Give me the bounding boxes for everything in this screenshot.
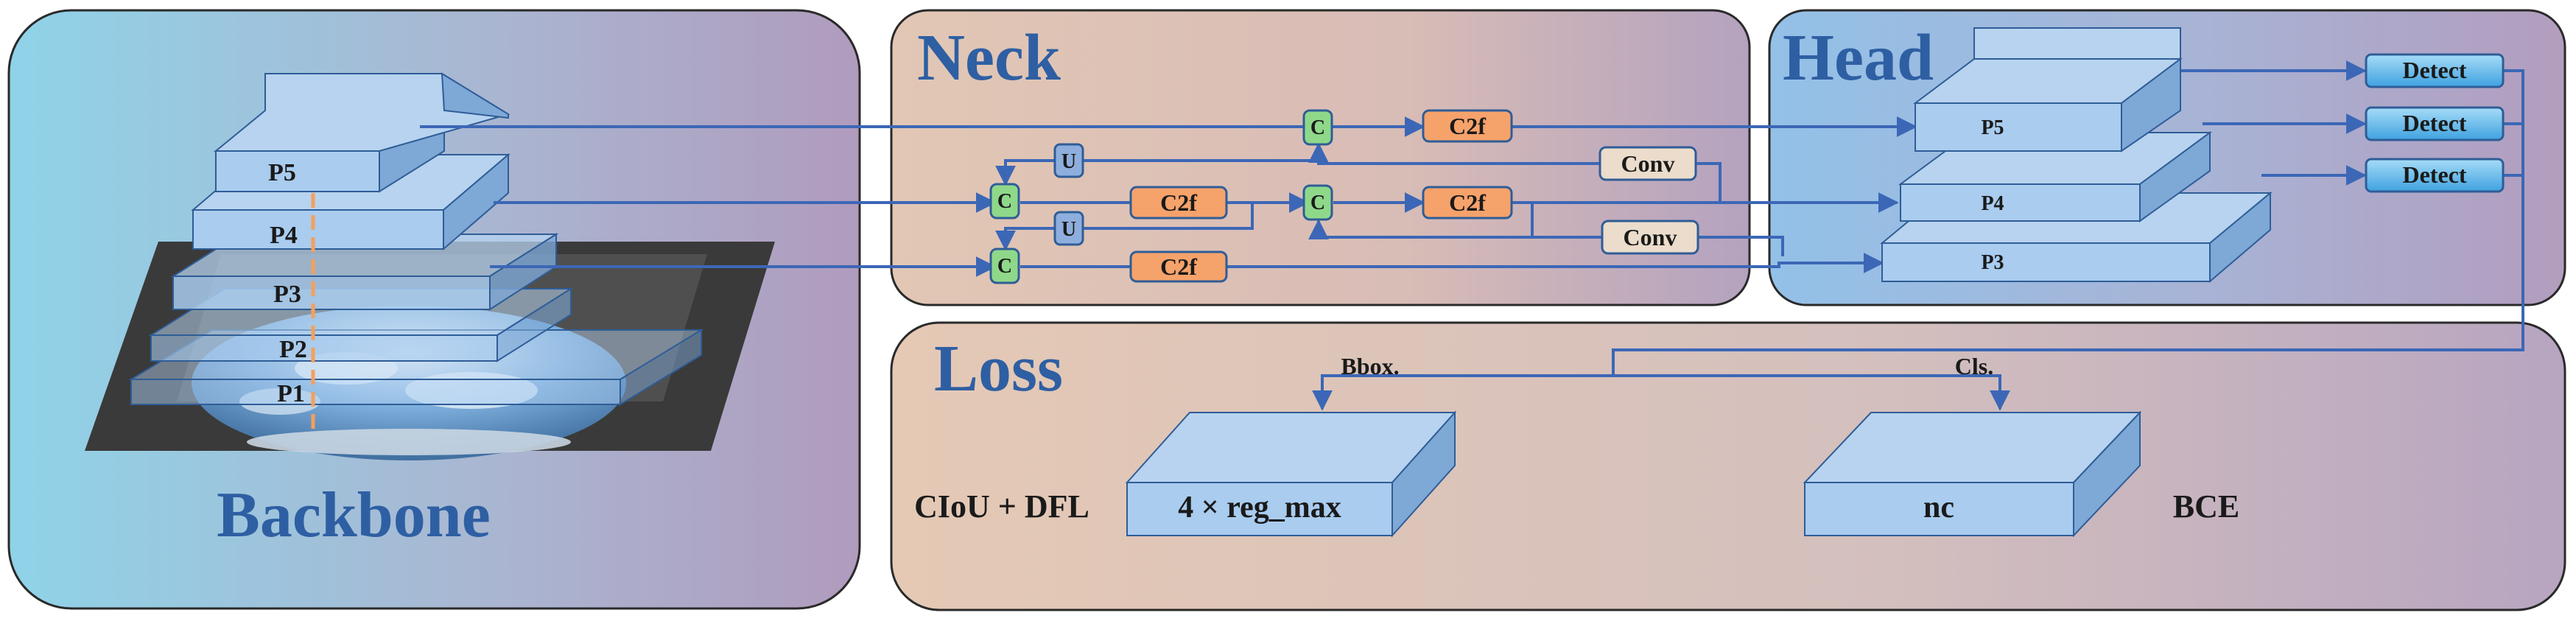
bbox-box: 4 × reg_max bbox=[1125, 410, 1457, 538]
detect-module-1: Detect bbox=[2365, 53, 2505, 88]
bbox-label: Bbox. bbox=[1341, 353, 1399, 379]
svg-text:Conv: Conv bbox=[1621, 150, 1675, 177]
neck-concat-p4: C bbox=[989, 183, 1020, 220]
bbox-loss-label: CIoU + DFL bbox=[914, 488, 1089, 524]
svg-text:C2f: C2f bbox=[1449, 113, 1486, 139]
head-title: Head bbox=[1783, 21, 1934, 94]
neck-c2f-top: C2f bbox=[1422, 109, 1513, 143]
svg-text:Detect: Detect bbox=[2402, 57, 2466, 83]
backbone-p2-label: P2 bbox=[279, 336, 307, 363]
detect-module-3: Detect bbox=[2365, 158, 2505, 193]
loss-title: Loss bbox=[934, 332, 1063, 405]
svg-text:C2f: C2f bbox=[1160, 253, 1197, 280]
backbone-p3-label: P3 bbox=[273, 281, 301, 308]
svg-text:C2f: C2f bbox=[1160, 189, 1197, 216]
neck-title: Neck bbox=[917, 21, 1061, 94]
neck-c2f-p4: C2f bbox=[1129, 186, 1228, 220]
connectors bbox=[420, 60, 2524, 411]
neck-c2f-p3: C2f bbox=[1129, 250, 1228, 283]
head-p4-label: P4 bbox=[1981, 192, 2004, 215]
neck-conv-bottom: Conv bbox=[1601, 220, 1699, 255]
cls-box: nc bbox=[1803, 410, 2142, 538]
head-p5-label: P5 bbox=[1981, 116, 2004, 139]
backbone-p1-label: P1 bbox=[277, 380, 305, 407]
svg-text:C: C bbox=[997, 255, 1012, 278]
backbone-p5-label: P5 bbox=[268, 159, 296, 186]
cls-box-label: nc bbox=[1923, 491, 1954, 524]
cls-loss-label: BCE bbox=[2173, 488, 2239, 524]
svg-text:Detect: Detect bbox=[2402, 161, 2466, 188]
svg-text:C2f: C2f bbox=[1449, 189, 1486, 216]
neck-upsample-mid: U bbox=[1053, 211, 1084, 246]
backbone-title: Backbone bbox=[217, 480, 491, 551]
svg-text:Detect: Detect bbox=[2402, 110, 2466, 136]
svg-text:U: U bbox=[1061, 150, 1076, 173]
svg-text:C: C bbox=[997, 190, 1012, 213]
head-level-p5: P5 bbox=[1913, 27, 2183, 152]
neck-conv-top: Conv bbox=[1598, 146, 1697, 181]
neck-upsample-top: U bbox=[1053, 143, 1084, 178]
loss-panel bbox=[890, 321, 2566, 611]
neck-concat-mid: C bbox=[1302, 184, 1333, 221]
svg-text:C: C bbox=[1310, 192, 1325, 214]
backbone-p4-label: P4 bbox=[270, 222, 298, 249]
neck-concat-p3: C bbox=[989, 248, 1020, 284]
svg-text:U: U bbox=[1061, 218, 1076, 241]
svg-text:C: C bbox=[1310, 116, 1325, 139]
svg-text:Conv: Conv bbox=[1624, 224, 1677, 250]
neck-concat-top: C bbox=[1302, 109, 1333, 146]
bbox-box-label: 4 × reg_max bbox=[1178, 491, 1341, 524]
neck-c2f-mid: C2f bbox=[1422, 186, 1513, 220]
detect-module-2: Detect bbox=[2365, 106, 2505, 141]
head-p3-label: P3 bbox=[1981, 251, 2004, 274]
cls-label: Cls. bbox=[1955, 353, 1993, 379]
backbone-top-side bbox=[441, 72, 509, 119]
